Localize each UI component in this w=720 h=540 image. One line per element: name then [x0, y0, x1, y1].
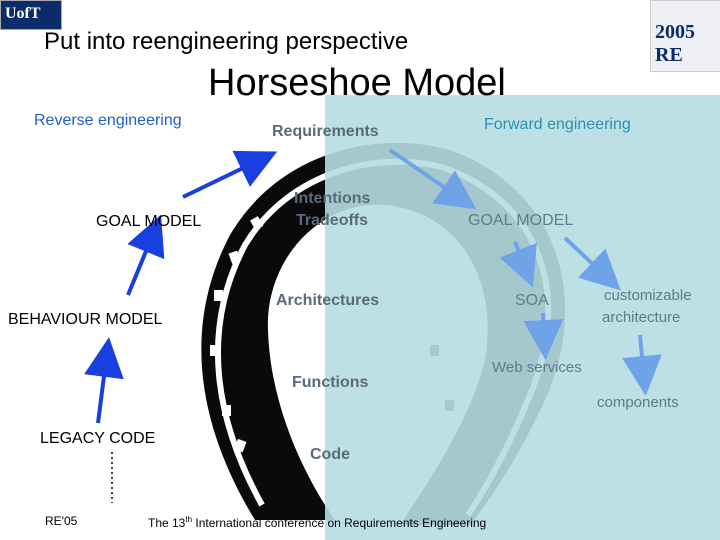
requirements-label: Requirements [272, 123, 379, 140]
arrow-goal-to-requirements [182, 150, 278, 199]
right-goal-model: GOAL MODEL [468, 212, 574, 229]
behaviour-model: BEHAVIOUR MODEL [8, 311, 163, 328]
functions-label: Functions [292, 374, 369, 391]
slide-subtitle: Put into reengineering perspective [44, 28, 409, 55]
arrow-goal-to-customizable [563, 236, 621, 291]
web-services-label: Web services [492, 359, 582, 376]
legacy-code: LEGACY CODE [40, 430, 156, 447]
code-label: Code [310, 446, 350, 463]
components-label: components [597, 394, 679, 411]
forward-engineering-label: Forward engineering [484, 116, 631, 133]
footer-center-sup: th [185, 515, 193, 524]
reverse-engineering-label: Reverse engineering [34, 112, 182, 129]
uoft-logo: UofT [0, 0, 62, 30]
arrow-goal-to-soa [499, 241, 537, 288]
re05-logo-text: 2005 RE [655, 21, 695, 66]
slide-title: Horseshoe Model [208, 62, 506, 104]
customizable-line2: architecture [602, 309, 681, 326]
uoft-logo-text: UofT [5, 5, 41, 22]
arrow-behaviour-to-goal [126, 214, 165, 296]
footer-center-pre: The 13 [148, 516, 186, 530]
arrow-customizable-to-components [622, 334, 662, 396]
forward-overlay [325, 95, 720, 540]
footer-left: RE'05 [45, 514, 78, 528]
footer-center: The 13th International conference on Req… [148, 515, 486, 530]
soa-label: SOA [515, 292, 549, 309]
tradeoffs-label: Tradeoffs [296, 212, 369, 229]
left-goal-model: GOAL MODEL [96, 213, 202, 230]
architectures-label: Architectures [276, 292, 380, 309]
re05-logo: 2005 RE [650, 0, 720, 72]
footer-center-post: International conference on Requirements… [192, 516, 487, 530]
arrow-soa-to-webservices [523, 312, 564, 360]
arrow-requirements-to-goal [388, 148, 477, 210]
intentions-label: Intentions [294, 190, 371, 207]
customizable-line1: customizable [604, 287, 692, 304]
arrow-legacy-to-behaviour [84, 337, 124, 424]
